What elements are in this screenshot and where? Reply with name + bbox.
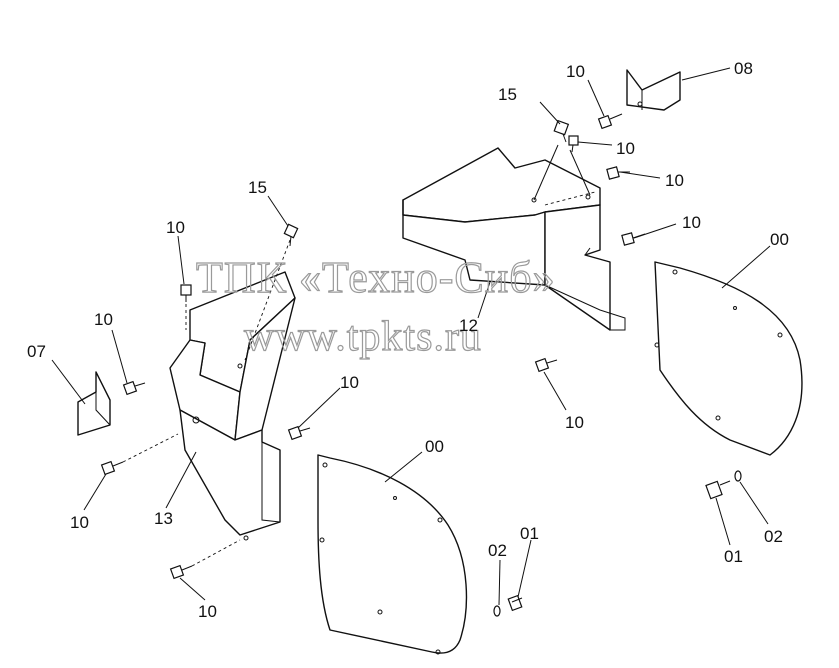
label-02-b: 02 (764, 527, 783, 546)
label-10-b: 10 (616, 139, 635, 158)
label-13: 13 (154, 509, 173, 528)
label-00-a: 00 (770, 230, 789, 249)
label-10-i: 10 (70, 513, 89, 532)
label-10-c: 10 (665, 171, 684, 190)
bolt-15-left (283, 223, 299, 247)
label-10-g: 10 (94, 310, 113, 329)
label-10-j: 10 (198, 602, 217, 621)
bolt-15-top (533, 119, 591, 201)
bolt-under-12 (534, 357, 558, 373)
leader-lines (51, 67, 771, 606)
bolt-top-right-1 (597, 113, 623, 130)
part-12-upper-cover (402, 147, 626, 331)
label-08: 08 (734, 59, 753, 78)
part-13-lower-cover (169, 239, 296, 541)
part-00-plate-right (654, 261, 803, 456)
label-10-a: 10 (566, 62, 585, 81)
bolt-left-10-top (180, 284, 192, 302)
label-01-a: 01 (520, 524, 539, 543)
bolt-left-low (100, 433, 179, 476)
label-02-a: 02 (488, 541, 507, 560)
callout-labels: 10 08 15 10 10 10 00 15 10 12 10 07 10 1… (27, 59, 789, 621)
watermark: ТПК «Техно-Сиб» www.tpkts.ru (195, 252, 556, 360)
label-10-e: 10 (166, 218, 185, 237)
part-07-bracket (77, 371, 111, 436)
bolt-01-right (705, 470, 742, 500)
part-08-bracket (626, 69, 681, 111)
label-00-b: 00 (425, 437, 444, 456)
bolt-left-bottom (169, 539, 241, 580)
watermark-url: www.tpkts.ru (244, 314, 482, 360)
label-10-h: 10 (340, 373, 359, 392)
label-01-b: 01 (724, 547, 743, 566)
label-10-f: 10 (565, 413, 584, 432)
label-15-b: 15 (248, 178, 267, 197)
bolt-left-mid (287, 425, 311, 441)
bolt-right-2 (621, 232, 646, 246)
label-07: 07 (27, 342, 46, 361)
watermark-company: ТПК «Техно-Сиб» (196, 253, 556, 302)
bolt-left-07 (122, 380, 146, 396)
part-00-plate-bottom (317, 454, 468, 655)
bolt-01-bottom (493, 594, 523, 617)
label-10-d: 10 (682, 213, 701, 232)
label-15-a: 15 (498, 85, 517, 104)
label-12: 12 (459, 316, 478, 335)
